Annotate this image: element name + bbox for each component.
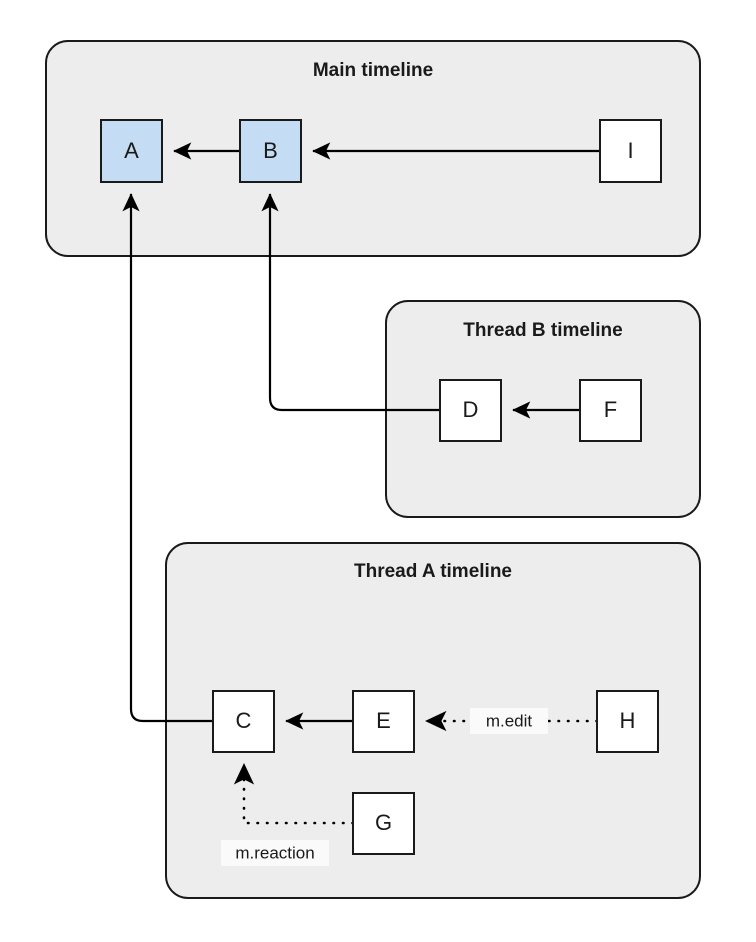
node-B-rect	[239, 119, 302, 183]
node-G-label: G	[375, 810, 392, 835]
node-D-rect	[439, 379, 502, 442]
edge-G-to-C[interactable]: m.reaction	[221, 762, 355, 866]
container-main-timeline-title: Main timeline	[313, 60, 433, 81]
node-A[interactable]: A	[100, 119, 163, 183]
edge-G-to-C-label-bg	[221, 840, 329, 866]
edge-C-to-A-path	[122, 193, 213, 723]
node-D-label: D	[463, 397, 479, 422]
node-A-label: A	[124, 138, 139, 163]
node-H[interactable]: H	[596, 690, 659, 753]
node-C[interactable]: C	[212, 690, 275, 753]
node-I-rect	[599, 119, 662, 183]
node-F-rect	[579, 379, 642, 442]
node-F-label: F	[604, 397, 617, 422]
node-E[interactable]: E	[352, 690, 415, 753]
edge-H-to-E[interactable]: m.edit	[424, 708, 599, 734]
edge-H-to-E-label-bg	[470, 708, 548, 734]
node-C-label: C	[236, 708, 252, 733]
node-H-label: H	[620, 708, 636, 733]
edge-D-to-B[interactable]	[261, 193, 440, 412]
node-A-rect	[100, 119, 163, 183]
edge-G-to-C-label: m.reaction	[235, 843, 314, 862]
node-C-rect	[212, 690, 275, 753]
container-main-timeline[interactable]: Main timeline	[45, 40, 701, 257]
node-I-label: I	[627, 138, 633, 163]
edge-C-to-A[interactable]	[122, 193, 213, 723]
node-H-rect	[596, 690, 659, 753]
container-thread-b-timeline-title: Thread B timeline	[463, 320, 622, 341]
node-G[interactable]: G	[352, 792, 415, 855]
node-E-rect	[352, 690, 415, 753]
node-B[interactable]: B	[239, 119, 302, 183]
node-F[interactable]: F	[579, 379, 642, 442]
edge-H-to-E-label: m.edit	[486, 711, 533, 730]
container-main-timeline-rect	[45, 40, 701, 257]
container-thread-a-timeline-title: Thread A timeline	[354, 561, 512, 582]
node-B-label: B	[263, 138, 278, 163]
node-I[interactable]: I	[599, 119, 662, 183]
node-G-rect	[352, 792, 415, 855]
edge-D-to-B-path	[261, 193, 440, 412]
node-E-label: E	[376, 708, 391, 733]
node-D[interactable]: D	[439, 379, 502, 442]
